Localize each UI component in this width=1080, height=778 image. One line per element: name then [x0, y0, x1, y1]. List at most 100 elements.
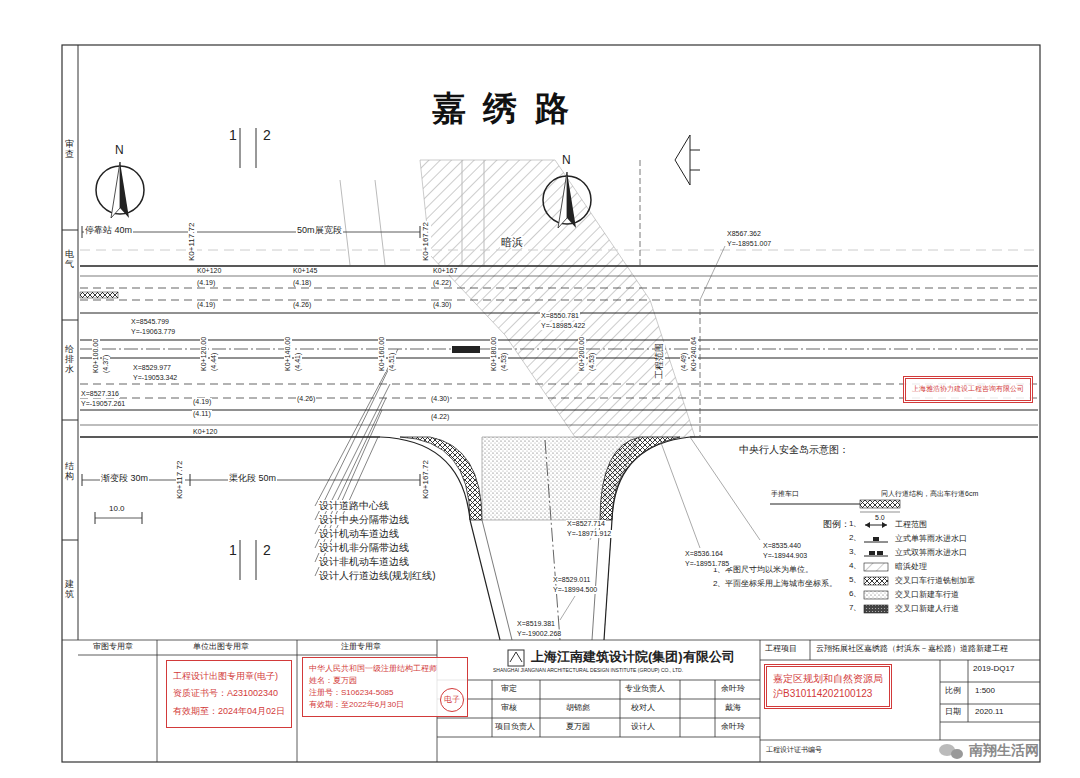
drawing-label: SHANGHAI JIANGNAN ARCHITECTURAL DESIGN I… [492, 668, 684, 674]
drawing-label: 2 [262, 128, 272, 143]
drawing-label: K0+200.00 [578, 336, 586, 372]
drawing-label: 工程设计证书编号 [765, 746, 823, 754]
drawing-label: X8567.362 [726, 230, 762, 238]
seal-circle: 电子 [440, 688, 464, 712]
drawing-label: 7、 [848, 604, 862, 613]
drawing-label: 停靠站 40m [84, 226, 133, 236]
drawing-label: 专业负责人 [624, 685, 666, 694]
drawing-label: (4.19) [196, 301, 216, 309]
drawing-label: (4.30) [430, 395, 450, 403]
legend-sample [862, 520, 890, 530]
drawing-label: K0+117.72 [176, 460, 185, 500]
drawing-label: K0+120.00 [200, 336, 208, 372]
legend-row: 立式双箅雨水进水口 [862, 547, 967, 558]
stamp-text: 有效期：至2022年6月30日 [309, 700, 437, 710]
stamp-box: 中华人民共和国一级注册结构工程师姓名：夏万园注册号：S106234-5085 有效… [302, 657, 468, 717]
stamp-text: 上海雅浩协力建设工程咨询有限公司 [912, 385, 1024, 394]
legend-sample [862, 604, 890, 614]
drawing-label: K0+117.72 [188, 222, 197, 262]
drawing-label: 上海江南建筑设计院(集团)有限公司 [530, 650, 736, 664]
drawing-label: 余叶玲 [720, 685, 746, 694]
drawing-label: 工程范围 [655, 342, 665, 380]
drawing-label: K0+180.00 [490, 336, 498, 372]
stamp-text: 沪B310114202100123 [773, 688, 883, 701]
drawing-label: 渐变段 30m [100, 474, 149, 484]
drawing-label: 设计机动车道边线 [318, 528, 400, 539]
drawing-label: Y=-19063.779 [130, 328, 176, 336]
legend-row: 立式单箅雨水进水口 [862, 533, 967, 544]
drawing-label: K0+120 [196, 267, 222, 275]
drawing-label: 项目负责人 [494, 723, 536, 732]
stamp-text: 电子 [444, 695, 460, 705]
drawing-label: 云翔拓展社区嘉绣路（封浜东－嘉松路）道路新建工程 [815, 645, 1009, 654]
stamp-text: 中华人民共和国一级注册结构工程师 [309, 664, 437, 674]
drawing-label: (4.19) [196, 279, 216, 287]
drawing-label: Y=-18944.903 [762, 552, 808, 560]
legend-sample [862, 534, 890, 544]
drawing-label: 设计道路中心线 [318, 500, 390, 511]
legend-text: 暗浜处理 [895, 561, 927, 572]
legend-row: 交叉口车行道铣刨加罩 [862, 575, 975, 586]
drawing-label: (4.53) [500, 352, 508, 372]
drawing-label: 审图专用章 [92, 643, 134, 652]
drawing-label: 结构 [65, 462, 74, 482]
drawing-label: (4.26) [292, 301, 312, 309]
stamp-text: 姓名：夏万园 [309, 676, 437, 686]
drawing-label: X=8545.799 [130, 318, 170, 326]
drawing-label: 2020.11 [974, 708, 1004, 717]
stamp-box: 工程设计出图专用章(电子)资质证书号：A231002340有效期至：2024年0… [166, 660, 292, 728]
drawing-label: 暗浜 [500, 236, 524, 248]
drawing-label: 校对人 [630, 704, 656, 713]
legend-row: 暗浜处理 [862, 561, 927, 572]
drawing-label: 1、 [848, 520, 862, 529]
drawing-label: (4.30) [432, 301, 452, 309]
drawing-label: N [114, 144, 125, 157]
drawing-label: (4.44) [210, 352, 218, 372]
drawing-label: 设计中央分隔带边线 [318, 514, 410, 525]
drawing-label: X=8529.977 [132, 364, 172, 372]
drawing-label: 设计人行道边线(规划红线) [318, 570, 437, 581]
drawing-label: 4、 [848, 562, 862, 571]
drawing-label: X=8535.440 [762, 542, 802, 550]
drawing-label: X=8527.316 [80, 390, 120, 398]
drawing-label: 审核 [500, 704, 518, 713]
legend-row: 交叉口新建人行道 [862, 603, 959, 614]
stamp-text: 资质证书号：A231002340 [173, 688, 285, 699]
drawing-label: 注册专用章 [340, 643, 382, 652]
drawing-label: Y=-18994.500 [552, 586, 598, 594]
drawing-label: (4.53) [588, 352, 596, 372]
stamp-box: 上海雅浩协力建设工程咨询有限公司 [903, 376, 1033, 403]
drawing-label: N [561, 154, 572, 167]
drawing-label: Y=-18951.007 [726, 240, 772, 248]
drawing-label: Y=-18951.785 [684, 560, 730, 568]
road-name-title: 嘉 绣 路 [432, 86, 573, 132]
drawing-label: 比例 [944, 687, 962, 696]
stamp-text: 嘉定区规划和自然资源局 [773, 673, 883, 686]
drawing-label: 手推车口 [770, 490, 800, 498]
stamp-text: 注册号：S106234-5085 [309, 688, 437, 698]
legend-text: 交叉口新建人行道 [895, 603, 959, 614]
drawing-label: Y=-18971.912 [566, 530, 612, 538]
drawing-label: 审定 [500, 685, 518, 694]
drawing-label: 中央行人安全岛示意图： [738, 444, 850, 455]
drawing-label: 图例： [822, 520, 851, 530]
drawing-label: K0+145 [292, 267, 318, 275]
drawing-label: 给排水 [65, 345, 74, 375]
drawing-label: (4.19) [192, 398, 212, 406]
legend-text: 交叉口车行道铣刨加罩 [895, 575, 975, 586]
drawing-label: 5.0 [874, 514, 886, 522]
legend-sample [862, 562, 890, 572]
drawing-label: 5、 [848, 576, 862, 585]
drawing-label: 胡锦彪 [565, 704, 591, 713]
drawing-label: 2、平面坐标采用上海城市坐标系。 [712, 580, 838, 589]
drawing-label: 工程项目 [764, 645, 798, 654]
stamp-box: 嘉定区规划和自然资源局沪B310114202100123 [764, 664, 892, 709]
drawing-label: 1 [228, 128, 238, 143]
drawing-label: 2 [262, 543, 272, 558]
drawing-label: Y=-19053.342 [132, 374, 178, 382]
legend-sample [862, 548, 890, 558]
drawing-label: 夏万园 [565, 723, 591, 732]
drawing-label: 审查 [65, 140, 74, 160]
drawing-label: (4.22) [432, 279, 452, 287]
legend-text: 工程范围 [895, 519, 927, 530]
